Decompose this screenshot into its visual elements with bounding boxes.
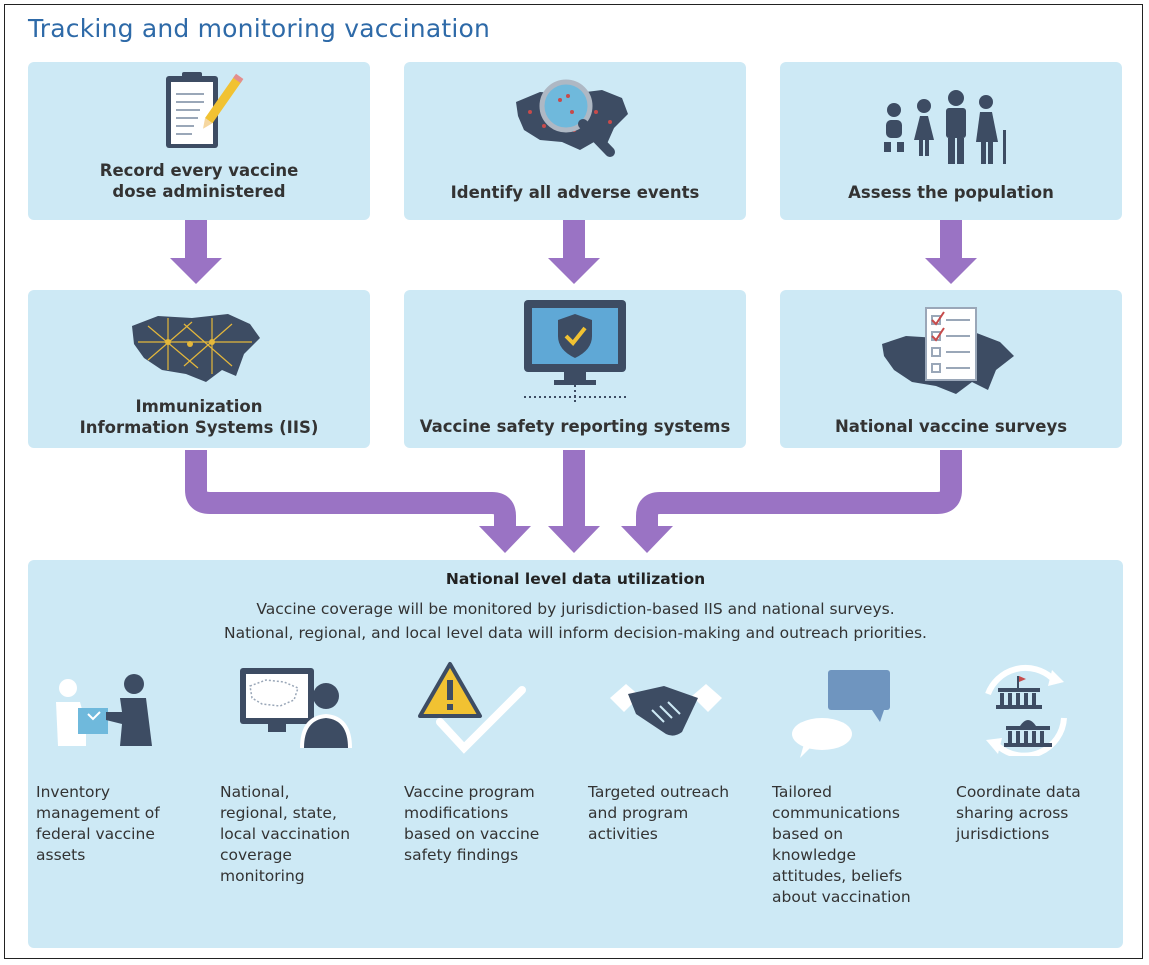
utilization-label-data-sharing: Coordinate data sharing across jurisdict… — [956, 783, 1081, 843]
utilization-desc-line2: National, regional, and local level data… — [224, 624, 927, 642]
diagram-frame — [4, 4, 1143, 959]
box-national-surveys: National vaccine surveys — [780, 290, 1122, 448]
utilization-desc-line1: Vaccine coverage will be monitored by ju… — [256, 600, 895, 618]
box-record-doses-label: Record every vaccine dose administered — [99, 161, 299, 201]
monitor-shield-icon — [524, 300, 626, 404]
merge-head-left — [479, 526, 531, 553]
computer-user-icon — [240, 668, 352, 748]
utilization-label-communications: Tailored communications based on knowled… — [772, 783, 911, 906]
box-national-surveys-label: National vaccine surveys — [834, 417, 1068, 436]
warning-check-icon — [418, 662, 526, 754]
box-safety-reporting-label: Vaccine safety reporting systems — [419, 417, 731, 436]
merge-arrow-right — [636, 450, 962, 528]
buildings-cycle-icon — [985, 665, 1067, 756]
box-iis-label-line2: Information Systems (IIS) — [79, 418, 319, 437]
utilization-label-coverage: National, regional, state, local vaccina… — [220, 783, 351, 885]
box-iis: Immunization Information Systems (IIS) — [28, 290, 370, 448]
arrow-head-3 — [925, 258, 977, 284]
merge-head-center — [548, 526, 600, 553]
arrow-head-2 — [548, 258, 600, 284]
arrow-shaft-1 — [185, 220, 207, 260]
arrow-shaft-2 — [563, 220, 585, 260]
merge-head-right — [621, 526, 673, 553]
page-title: Tracking and monitoring vaccination — [28, 14, 491, 43]
national-data-utilization-title: National level data utilization — [445, 570, 706, 588]
box-iis-label-line1: Immunization — [135, 397, 263, 416]
box-adverse-events: Identify all adverse events — [404, 62, 746, 220]
box-record-doses: Record every vaccine dose administered — [28, 62, 370, 220]
map-magnifier-icon — [516, 79, 628, 157]
box-assess-population-label: Assess the population — [848, 183, 1054, 202]
box-adverse-events-label: Identify all adverse events — [450, 183, 700, 202]
arrow-shaft-3 — [940, 220, 962, 260]
utilization-label-outreach: Targeted outreach and program activities — [588, 783, 730, 843]
box-safety-reporting: Vaccine safety reporting systems — [404, 290, 746, 448]
merge-arrow-left — [185, 450, 516, 528]
package-handoff-icon — [56, 674, 152, 746]
handshake-icon — [610, 684, 722, 736]
utilization-label-inventory: Inventory management of federal vaccine … — [36, 783, 160, 864]
utilization-label-program-mods: Vaccine program modifications based on v… — [404, 783, 540, 864]
map-checklist-icon — [882, 307, 1014, 394]
national-data-utilization-box: National level data utilization Vaccine … — [28, 560, 1123, 948]
family-icon — [884, 90, 1006, 164]
speech-bubbles-icon — [792, 670, 890, 758]
box-assess-population: Assess the population — [780, 62, 1122, 220]
arrow-head-1 — [170, 258, 222, 284]
clipboard-pencil-icon — [166, 72, 244, 148]
network-map-icon — [132, 314, 260, 382]
